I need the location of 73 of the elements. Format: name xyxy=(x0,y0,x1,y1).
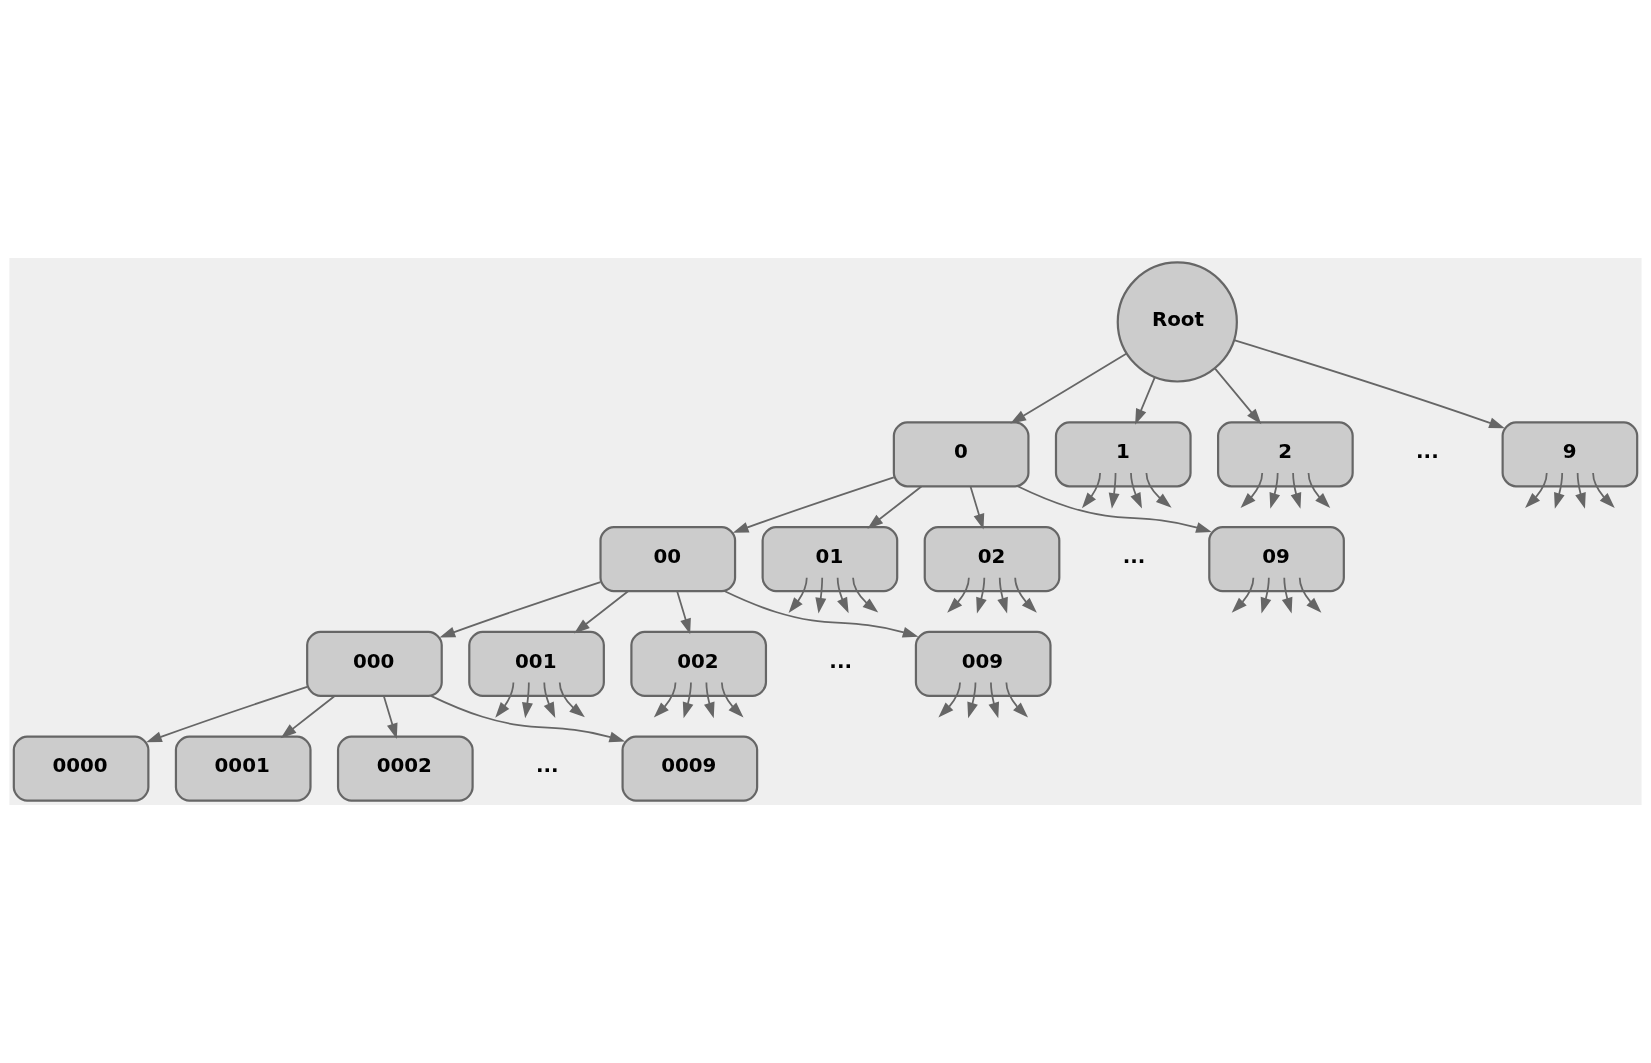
arrow xyxy=(1145,472,1172,508)
node-box: 01 xyxy=(761,526,899,593)
arrow xyxy=(574,590,629,634)
arrow xyxy=(1081,472,1101,509)
label: ... xyxy=(1416,440,1439,464)
arrow xyxy=(676,590,691,635)
arrow xyxy=(997,576,1008,614)
node-box: 9 xyxy=(1501,421,1639,488)
node-box: 0001 xyxy=(174,735,312,802)
node-box: 000 xyxy=(306,630,443,697)
arrow xyxy=(430,694,626,743)
arrow xyxy=(704,681,715,719)
arrow xyxy=(1231,576,1255,613)
arrow xyxy=(1307,472,1331,508)
arrow xyxy=(1130,472,1142,509)
node-box: 00 xyxy=(599,526,737,593)
arrow xyxy=(815,576,827,614)
arrow xyxy=(732,476,895,533)
arrow xyxy=(836,576,849,614)
arrow xyxy=(938,681,961,718)
arrow xyxy=(543,681,556,719)
arrow xyxy=(1240,472,1264,508)
arrow xyxy=(947,576,970,613)
arrow xyxy=(558,681,585,718)
arrow xyxy=(867,485,923,529)
arrow xyxy=(1298,576,1322,613)
arrow xyxy=(1260,576,1272,614)
label: ... xyxy=(829,649,852,673)
arrow xyxy=(146,685,308,743)
arrow xyxy=(969,485,985,530)
node-box: 09 xyxy=(1208,526,1345,593)
arrow xyxy=(1016,485,1212,533)
arrow xyxy=(1575,472,1586,509)
arrow xyxy=(495,681,515,718)
arrow xyxy=(720,681,744,718)
arrow xyxy=(1010,352,1128,424)
node-box: 2 xyxy=(1217,421,1354,488)
node-box: 0009 xyxy=(621,735,759,802)
arrow xyxy=(439,581,602,638)
node-box: 009 xyxy=(914,630,1052,697)
node-circle: Root xyxy=(1116,261,1238,383)
arrow xyxy=(1554,472,1565,509)
arrow xyxy=(682,681,694,719)
arrow xyxy=(1214,367,1262,425)
arrow xyxy=(522,681,533,719)
node-box: 1 xyxy=(1054,421,1192,488)
arrow xyxy=(1525,472,1548,508)
arrow xyxy=(280,695,336,739)
node-box: 0000 xyxy=(12,735,150,802)
node-box: 02 xyxy=(923,526,1061,593)
node-box: 001 xyxy=(468,630,605,697)
label: ... xyxy=(536,754,559,778)
arrow xyxy=(1005,681,1029,718)
node-box: 0 xyxy=(892,421,1030,488)
arrow xyxy=(988,681,1000,719)
label: ... xyxy=(1122,544,1146,568)
arrow xyxy=(967,681,978,719)
arrow xyxy=(1592,472,1615,508)
arrow xyxy=(1290,472,1302,509)
arrow xyxy=(653,681,677,718)
arrow xyxy=(1281,576,1293,614)
arrow xyxy=(1108,472,1120,509)
arrow xyxy=(1269,472,1281,509)
arrow xyxy=(723,590,919,638)
arrow xyxy=(382,695,398,740)
arrow xyxy=(1135,376,1156,425)
arrow xyxy=(976,576,987,614)
arrow xyxy=(788,576,808,613)
node-box: 002 xyxy=(630,630,768,697)
arrow xyxy=(1014,576,1037,613)
arrow xyxy=(1233,339,1505,429)
arrow xyxy=(852,576,879,613)
node-box: 0002 xyxy=(336,735,474,802)
